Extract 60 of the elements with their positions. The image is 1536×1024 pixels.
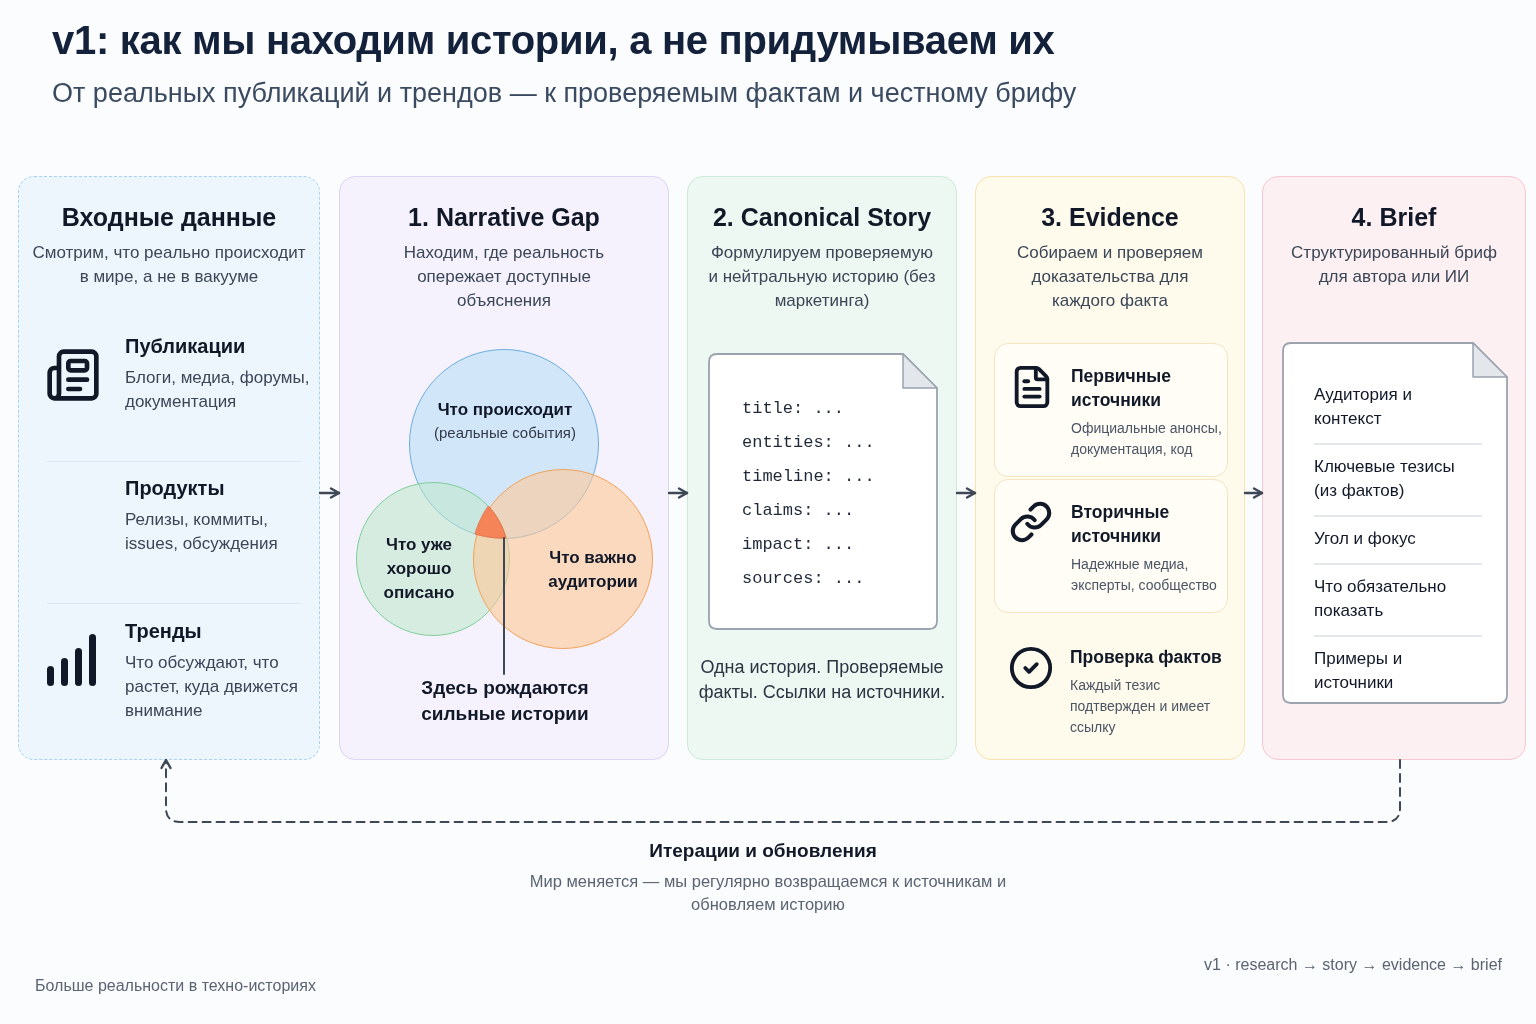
panel-title: 1. Narrative Gap (407, 203, 601, 232)
brief-item: Ключевые тезисы (из фактов) (1314, 445, 1482, 517)
brief-item: Что обязательно показать (1314, 565, 1482, 637)
source-title: Тренды (125, 620, 203, 643)
circle-label: Что происходит (436, 399, 574, 421)
code-line: entities: ... (742, 432, 875, 454)
circle-label: Что уже хорошо описано (382, 534, 456, 604)
circle-label: Что важно аудитории (547, 547, 639, 593)
code-line: title: ... (742, 398, 846, 420)
feedback-arrow (160, 758, 1401, 823)
card-description: Официальные анонсы, документация, код (1071, 419, 1223, 459)
arrow (667, 487, 689, 499)
card-title: Проверка фактов (1070, 646, 1222, 669)
callout-text: Здесь рождаются сильные истории (395, 675, 615, 733)
source-description: Релизы, коммиты, issues, обсуждения (125, 509, 279, 555)
panel-description: Структурированный бриф для автора или ИИ (1290, 242, 1498, 288)
source-description: Блоги, медиа, форумы, документация (125, 367, 311, 413)
card-title: Первичные источники (1071, 365, 1172, 412)
brief-item: Угол и фокус (1314, 517, 1482, 565)
source-description: Что обсуждают, что растет, куда движется внимание (125, 652, 299, 722)
document-card (1283, 343, 1507, 703)
panel-note: Одна история. Проверяемые факты. Ссылки на источники. (698, 656, 946, 704)
arrow (1243, 487, 1264, 499)
panel-description: Формулируем проверяемую и нейтральную историю (без маркетинга) (707, 242, 937, 312)
overlap-region (474, 505, 507, 539)
stage-panel (339, 176, 669, 760)
subtitle: От реальных публикаций и трендов — к проверяемым фактам и честному брифу (52, 78, 1077, 109)
arrow (955, 487, 977, 499)
panel-description: Смотрим, что реально происходит в мире, а не в вакууме (31, 242, 307, 288)
source-card (994, 343, 1228, 477)
diagram-title: v1: как мы находим истории, а не придумываем их (52, 18, 1055, 63)
source-title: Продукты (125, 477, 226, 500)
code-line: claims: ... (742, 500, 856, 522)
code-line: timeline: ... (742, 466, 875, 488)
card-title: Вторичные источники (1071, 501, 1171, 548)
arrow (318, 487, 341, 499)
footer-tagline: Больше реальности в техно-историях (35, 977, 316, 995)
source-card (994, 479, 1228, 613)
code-line: sources: ... (742, 568, 866, 590)
card-description: Надежные медиа, эксперты, сообщество (1071, 555, 1218, 595)
brief-item: Примеры и источники (1314, 648, 1404, 694)
stage-panel (687, 176, 957, 760)
note-text: Мир меняется — мы регулярно возвращаемся к источникам и обновляем историю (528, 871, 1008, 915)
footer-pipeline: v1 · research → story → evidence → brief (1204, 956, 1502, 974)
panel-title: Входные данные (60, 203, 278, 232)
stage-panel (18, 176, 320, 760)
panel-description: Находим, где реальность опережает доступные объяснения (402, 242, 606, 312)
panel-title: 3. Evidence (1040, 203, 1180, 232)
stage-panel (1262, 176, 1526, 760)
panel-title: 2. Canonical Story (711, 203, 933, 232)
stage-panel (975, 176, 1245, 760)
brief-item: Аудитория и контекст (1314, 373, 1482, 445)
document-card (709, 354, 937, 629)
panel-title: 4. Brief (1350, 203, 1438, 232)
card-description: Каждый тезис подтвержден и имеет ссылку (1070, 676, 1212, 737)
leader-line (503, 537, 505, 675)
panel-description: Собираем и проверяем доказательства для каждого факта (1016, 242, 1204, 312)
source-title: Публикации (125, 335, 247, 358)
circle-sublabel: (реальные события) (433, 424, 577, 441)
code-line: impact: ... (742, 534, 856, 556)
